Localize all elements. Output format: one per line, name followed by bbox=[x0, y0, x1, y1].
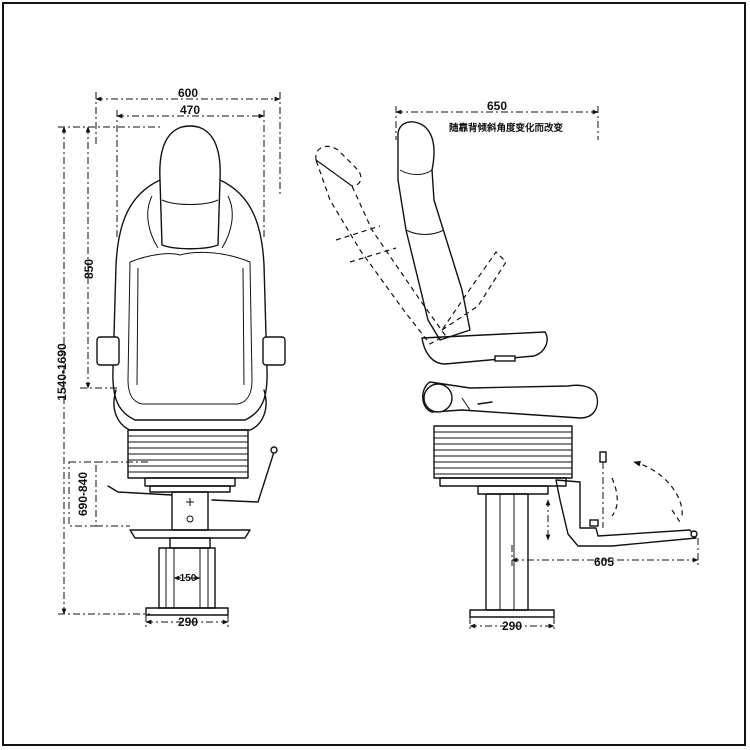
dim-column-width-label: 150 bbox=[180, 573, 197, 584]
reclined-backrest-ghost bbox=[314, 145, 507, 345]
dim-backrest-width-label: 470 bbox=[180, 103, 200, 117]
backrest bbox=[112, 179, 268, 421]
dim-overall-height-label: 1540-1690 bbox=[55, 343, 69, 401]
dim-depth bbox=[395, 106, 599, 140]
footrest bbox=[555, 451, 698, 547]
dim-front-base bbox=[145, 615, 229, 628]
left-armrest bbox=[96, 336, 120, 366]
left-lever bbox=[107, 485, 173, 496]
seat-cushion bbox=[113, 389, 267, 431]
dim-front-base-label: 290 bbox=[178, 615, 198, 629]
side-seat bbox=[422, 381, 599, 419]
headrest bbox=[159, 125, 221, 250]
front-base-plate bbox=[145, 607, 229, 616]
dim-depth-label: 650 bbox=[487, 99, 507, 113]
dim-side-base-label: 290 bbox=[502, 619, 522, 633]
dim-backrest-height-label: 850 bbox=[82, 259, 96, 279]
dim-overall-width-label: 600 bbox=[178, 86, 198, 100]
front-slide-rail bbox=[144, 477, 236, 487]
dim-overall-height bbox=[58, 126, 162, 615]
dim-depth-note: 随靠背倾斜角度变化而改变 bbox=[449, 122, 564, 134]
side-armrest bbox=[421, 331, 548, 365]
right-armrest bbox=[262, 336, 286, 366]
rotating-plate bbox=[129, 529, 251, 539]
dim-seat-height-label: 690-840 bbox=[76, 472, 90, 516]
front-bellows bbox=[127, 429, 249, 479]
dim-overall-width bbox=[95, 92, 281, 195]
side-view: 650 随靠背倾斜角度变化而改变 bbox=[314, 99, 699, 633]
side-base-plate bbox=[469, 609, 555, 618]
dim-seat-height bbox=[68, 461, 150, 527]
right-lever bbox=[211, 451, 275, 503]
side-bellows bbox=[433, 425, 573, 479]
front-view: 600 470 1540-1690 850 bbox=[55, 86, 286, 629]
side-column bbox=[485, 493, 551, 611]
side-backrest bbox=[397, 121, 471, 341]
dim-backrest-width bbox=[116, 110, 265, 240]
dim-footrest bbox=[511, 538, 699, 566]
dim-footrest-label: 605 bbox=[594, 555, 614, 569]
dim-side-base bbox=[469, 617, 555, 632]
swivel-housing bbox=[171, 491, 209, 531]
